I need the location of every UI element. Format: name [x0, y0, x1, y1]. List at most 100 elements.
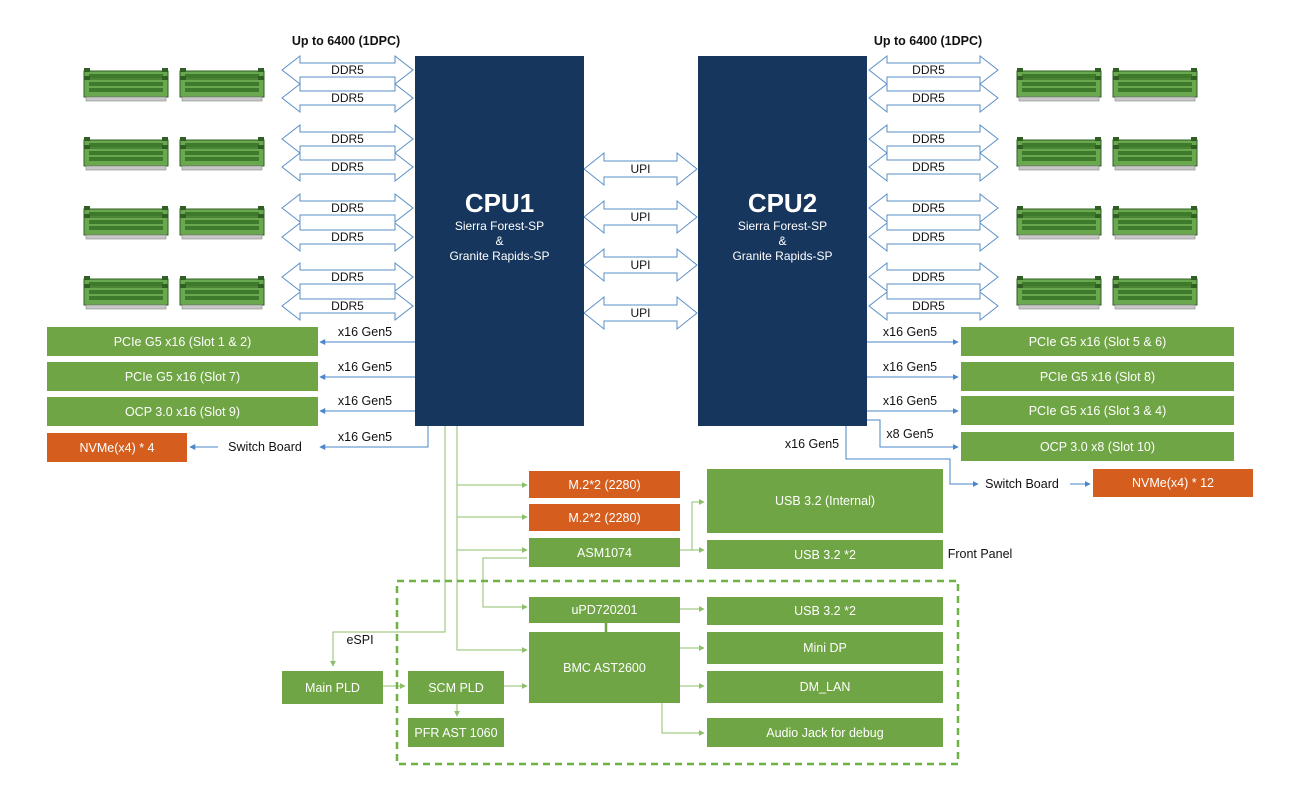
- upi-arrow-1: UPI: [583, 151, 698, 187]
- dimm-icon: [179, 283, 265, 310]
- cpu2-block: CPU2 Sierra Forest-SP & Granite Rapids-S…: [698, 56, 867, 426]
- cpu1-block: CPU1 Sierra Forest-SP & Granite Rapids-S…: [415, 56, 584, 426]
- cpu1-sku-and: &: [495, 234, 503, 248]
- upi-arrow-2: UPI: [583, 199, 698, 235]
- cpu2-sku-and: &: [778, 234, 786, 248]
- dimm-icon: [1112, 75, 1198, 102]
- nvme-left-label: NVMe(x4) * 4: [79, 441, 154, 455]
- usb-front: USB 3.2 *2: [707, 540, 943, 569]
- ddr5-arrow-left-2: DDR5: [281, 82, 414, 114]
- ddr5-arrow-right-3: DDR5: [868, 123, 999, 155]
- ddr5-arrow-left-6: DDR5: [281, 221, 414, 253]
- bmc-ast2600: BMC AST2600: [529, 632, 680, 703]
- ddr5-arrow-right-8: DDR5: [868, 290, 999, 322]
- ddr5-arrow-left-8: DDR5: [281, 290, 414, 322]
- cpu2-name: CPU2: [748, 188, 817, 218]
- left-link-label-1: x16 Gen5: [338, 325, 392, 339]
- nvme-right-label: NVMe(x4) * 12: [1132, 476, 1214, 490]
- pcie-slot-5-6: PCIe G5 x16 (Slot 5 & 6): [961, 327, 1234, 356]
- ddr5-arrow-left-7: DDR5: [281, 261, 414, 293]
- audio-jack-label: Audio Jack for debug: [766, 726, 883, 740]
- upi-arrow-4: UPI: [583, 295, 698, 331]
- dimm-icon: [1112, 144, 1198, 171]
- left-link-label-2: x16 Gen5: [338, 360, 392, 374]
- usb-internal: USB 3.2 (Internal): [707, 469, 943, 533]
- cpu1-sku-2: Granite Rapids-SP: [449, 249, 549, 263]
- ddr5-arrow-right-2: DDR5: [868, 82, 999, 114]
- ddr5-arrow-right-7: DDR5: [868, 261, 999, 293]
- left-link-label-3: x16 Gen5: [338, 394, 392, 408]
- asm1074-label: ASM1074: [577, 546, 632, 560]
- upi-label-1: UPI: [630, 162, 650, 176]
- ddr5-label-left-5: DDR5: [331, 201, 364, 215]
- ddr5-arrow-left-5: DDR5: [281, 192, 414, 224]
- ddr5-arrow-right-1: DDR5: [868, 54, 999, 86]
- dimm-icon: [1016, 213, 1102, 240]
- upi-arrow-3: UPI: [583, 247, 698, 283]
- left-link-label-4: x16 Gen5: [338, 430, 392, 444]
- usb-internal-label: USB 3.2 (Internal): [775, 494, 875, 508]
- switch-board-left: Switch Board: [228, 440, 302, 454]
- ddr5-label-right-8: DDR5: [912, 299, 945, 313]
- pcie-slot-1-2: PCIe G5 x16 (Slot 1 & 2): [47, 327, 318, 356]
- pcie-slot-1-2-label: PCIe G5 x16 (Slot 1 & 2): [114, 335, 252, 349]
- upi-label-2: UPI: [630, 210, 650, 224]
- dimm-icon: [1112, 283, 1198, 310]
- dimm-icon: [1112, 213, 1198, 240]
- ddr5-label-right-3: DDR5: [912, 132, 945, 146]
- ddr5-label-right-1: DDR5: [912, 63, 945, 77]
- ddr5-arrow-right-4: DDR5: [868, 151, 999, 183]
- upd720201-controller: uPD720201: [529, 597, 680, 623]
- dimm-icon: [83, 213, 169, 240]
- cpu2-sku-2: Granite Rapids-SP: [732, 249, 832, 263]
- right-pcie-links: [845, 339, 1091, 487]
- mini-dp-label: Mini DP: [803, 641, 847, 655]
- pcie-slot-3-4-label: PCIe G5 x16 (Slot 3 & 4): [1029, 404, 1167, 418]
- ocp-slot-10-label: OCP 3.0 x8 (Slot 10): [1040, 440, 1155, 454]
- scm-pld-label: SCM PLD: [428, 681, 484, 695]
- ddr5-label-right-2: DDR5: [912, 91, 945, 105]
- m2-slot-a: M.2*2 (2280): [529, 471, 680, 498]
- dm-lan-label: DM_LAN: [800, 680, 851, 694]
- ddr5-label-left-8: DDR5: [331, 299, 364, 313]
- pfr-ast1060: PFR AST 1060: [408, 718, 504, 747]
- memory-speed-left: Up to 6400 (1DPC): [292, 34, 400, 48]
- pcie-slot-7: PCIe G5 x16 (Slot 7): [47, 362, 318, 391]
- upi-label-4: UPI: [630, 306, 650, 320]
- ddr5-arrow-right-5: DDR5: [868, 192, 999, 224]
- platform-links: [330, 426, 705, 736]
- bmc-domain-outline: [395, 579, 960, 766]
- right-link-label-5: x16 Gen5: [785, 437, 839, 451]
- ddr5-arrow-left-4: DDR5: [281, 151, 414, 183]
- pcie-slot-8-label: PCIe G5 x16 (Slot 8): [1040, 370, 1155, 384]
- upi-link-group: UPI UPI UPI UPI: [583, 151, 698, 331]
- dimm-icon: [1016, 283, 1102, 310]
- dimm-icon: [83, 75, 169, 102]
- ddr5-arrow-left-3: DDR5: [281, 123, 414, 155]
- ddr5-label-right-5: DDR5: [912, 201, 945, 215]
- usb-rear-label: USB 3.2 *2: [794, 604, 856, 618]
- dimm-icon: [179, 213, 265, 240]
- memory-speed-right: Up to 6400 (1DPC): [874, 34, 982, 48]
- asm1074-hub: ASM1074: [529, 538, 680, 567]
- pcie-slot-3-4: PCIe G5 x16 (Slot 3 & 4): [961, 396, 1234, 425]
- usb-front-label: USB 3.2 *2: [794, 548, 856, 562]
- pcie-slot-5-6-label: PCIe G5 x16 (Slot 5 & 6): [1029, 335, 1167, 349]
- switch-board-right: Switch Board: [985, 477, 1059, 491]
- pcie-slot-7-label: PCIe G5 x16 (Slot 7): [125, 370, 240, 384]
- m2-slot-a-label: M.2*2 (2280): [568, 478, 640, 492]
- ddr5-arrow-left-1: DDR5: [281, 54, 414, 86]
- front-panel-label: Front Panel: [948, 547, 1013, 561]
- ddr5-label-right-4: DDR5: [912, 160, 945, 174]
- dimm-icon: [83, 283, 169, 310]
- m2-slot-b-label: M.2*2 (2280): [568, 511, 640, 525]
- ocp-slot-10: OCP 3.0 x8 (Slot 10): [961, 432, 1234, 461]
- right-link-label-1: x16 Gen5: [883, 325, 937, 339]
- pcie-slot-8: PCIe G5 x16 (Slot 8): [961, 362, 1234, 391]
- ddr5-label-left-1: DDR5: [331, 63, 364, 77]
- m2-slot-b: M.2*2 (2280): [529, 504, 680, 531]
- right-link-label-4: x8 Gen5: [886, 427, 933, 441]
- ocp-slot-9-label: OCP 3.0 x16 (Slot 9): [125, 405, 240, 419]
- cpu2-sku-1: Sierra Forest-SP: [738, 219, 827, 233]
